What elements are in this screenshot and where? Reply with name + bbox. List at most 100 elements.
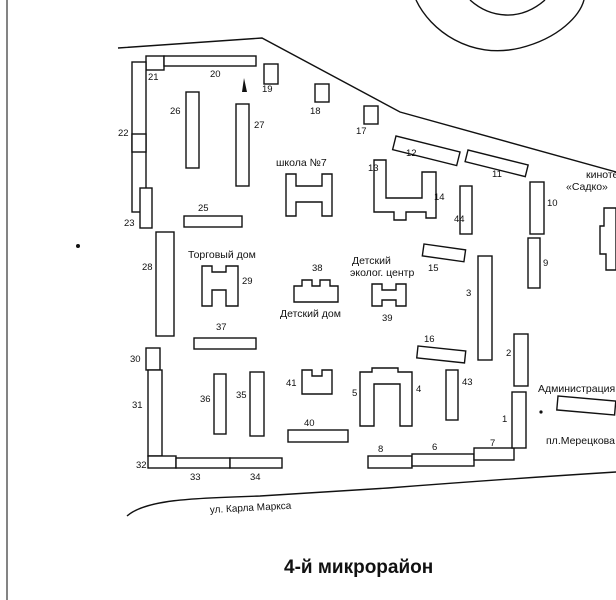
building-4-5 (359, 367, 413, 427)
dot-mark-icon (539, 410, 543, 414)
label-23: 23 (124, 218, 135, 229)
label-31: 31 (132, 400, 143, 411)
building-28 (155, 231, 175, 337)
administration-label: Администрация (538, 383, 615, 395)
label-17: 17 (356, 126, 367, 137)
map-title: 4-й микрорайон (284, 557, 433, 578)
label-10: 10 (547, 198, 558, 209)
label-22: 22 (118, 128, 129, 139)
pond-inner-outline (469, 0, 546, 16)
building-36 (213, 373, 227, 435)
label-38: 38 (312, 263, 323, 274)
trade-house-label: Торговый дом (188, 249, 256, 261)
label-20: 20 (210, 69, 221, 80)
administration-building (556, 395, 616, 416)
building-19 (263, 63, 279, 85)
building-26 (185, 91, 200, 169)
label-25: 25 (198, 203, 209, 214)
building-41 (301, 369, 333, 395)
square-label: пл.Мерецкова (546, 435, 615, 447)
label-12: 12 (406, 148, 417, 159)
building-2 (513, 333, 529, 387)
label-35: 35 (236, 390, 247, 401)
eco-center-label-line1: Детский (352, 255, 391, 267)
district-boundary (117, 37, 616, 173)
label-26: 26 (170, 106, 181, 117)
label-40: 40 (304, 418, 315, 429)
label-27: 27 (254, 120, 265, 131)
school-building (285, 173, 333, 217)
label-13: 13 (368, 163, 379, 174)
label-29: 29 (242, 276, 253, 287)
building-3 (477, 255, 493, 361)
building-8 (367, 455, 413, 469)
label-30: 30 (130, 354, 141, 365)
building-39-eco-center (371, 283, 407, 307)
building-32 (147, 455, 177, 469)
label-9: 9 (543, 258, 548, 269)
building-10 (529, 181, 545, 235)
building-40 (287, 429, 349, 443)
arrow-mark-icon (242, 78, 247, 92)
label-16: 16 (424, 334, 435, 345)
label-1: 1 (502, 414, 507, 425)
building-27 (235, 103, 250, 187)
building-20 (163, 55, 257, 67)
building-25 (183, 215, 243, 228)
building-33 (175, 457, 231, 469)
building-15 (421, 243, 467, 263)
label-21: 21 (148, 72, 159, 83)
building-11 (464, 149, 530, 178)
label-5: 5 (352, 388, 357, 399)
label-33: 33 (190, 472, 201, 483)
building-31 (147, 369, 163, 457)
building-12 (391, 135, 461, 167)
label-11: 11 (492, 169, 502, 180)
building-34 (229, 457, 283, 469)
label-39: 39 (382, 313, 393, 324)
building-43 (445, 369, 459, 421)
label-36: 36 (200, 394, 211, 405)
building-37 (193, 337, 257, 350)
building-23 (139, 187, 153, 229)
school-label: школа №7 (276, 157, 327, 169)
dot-mark-icon (76, 244, 80, 248)
street-label: ул. Карла Маркса (210, 501, 292, 516)
label-18: 18 (310, 106, 321, 117)
children-house-label: Детский дом (280, 308, 341, 320)
building-17 (363, 105, 379, 125)
label-34: 34 (250, 472, 261, 483)
building-7 (473, 447, 515, 461)
building-22-junction (131, 133, 147, 153)
label-43: 43 (462, 377, 473, 388)
building-18 (314, 83, 330, 103)
building-44 (459, 185, 473, 235)
cinema-label-line2: «Садко» (566, 181, 608, 193)
label-4: 4 (416, 384, 421, 395)
label-8: 8 (378, 444, 383, 455)
label-32: 32 (136, 460, 147, 471)
label-7: 7 (490, 438, 495, 449)
building-1 (511, 391, 527, 449)
label-28: 28 (142, 262, 153, 273)
district-boundary-south (126, 471, 616, 517)
label-3: 3 (466, 288, 471, 299)
label-2: 2 (506, 348, 511, 359)
label-41: 41 (286, 378, 297, 389)
eco-center-label-line2: эколог. центр (350, 267, 414, 279)
building-21 (145, 55, 165, 71)
label-44: 44 (454, 214, 465, 225)
cinema-building (599, 207, 616, 271)
building-6 (411, 453, 475, 467)
building-9 (527, 237, 541, 289)
label-19: 19 (262, 84, 273, 95)
cinema-label-line1: кинотеатр (586, 169, 616, 181)
label-37: 37 (216, 322, 227, 333)
building-16 (415, 345, 467, 364)
label-14: 14 (434, 192, 445, 203)
building-38-children-house (293, 279, 339, 303)
label-6: 6 (432, 442, 437, 453)
building-13-14 (373, 159, 437, 221)
building-35 (249, 371, 265, 437)
